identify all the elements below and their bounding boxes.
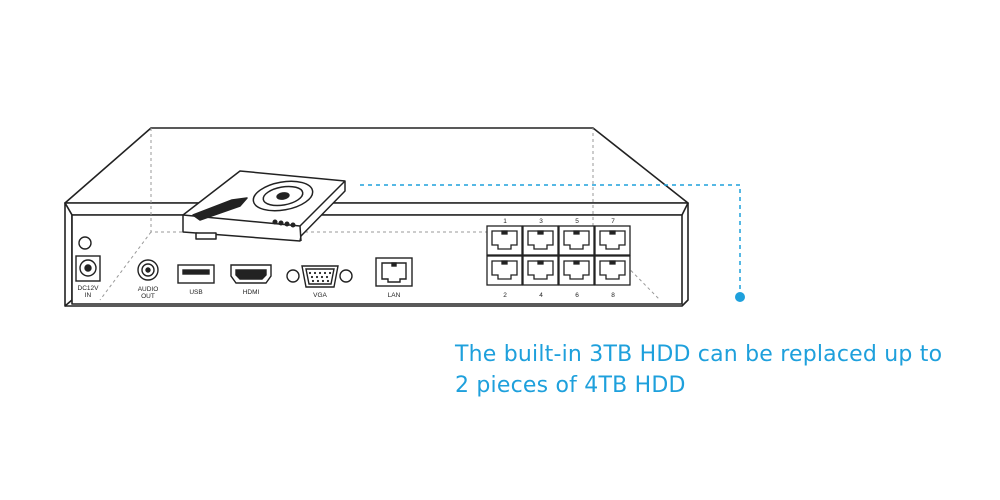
audio-out-label-line2: OUT (141, 293, 155, 300)
poe-port (594, 255, 631, 286)
power-button-icon (78, 236, 92, 250)
vga-label: VGA (313, 292, 327, 299)
dc-in-label-line2: IN (85, 292, 92, 299)
poe-port (486, 225, 523, 256)
hdmi-label: HDMI (243, 289, 260, 296)
hdmi-port (230, 264, 272, 284)
rear-ports (75, 236, 413, 288)
poe-label-6: 6 (575, 292, 579, 299)
dc-in-label-line1: DC12V (78, 285, 100, 292)
poe-label-4: 4 (539, 292, 543, 299)
audio-out-label-line1: AUDIO (138, 286, 159, 293)
poe-port (594, 225, 631, 256)
poe-port (486, 255, 523, 286)
poe-label-2: 2 (503, 292, 507, 299)
poe-label-8: 8 (611, 292, 615, 299)
chassis-rear-panel (64, 202, 73, 307)
lan-port (375, 257, 413, 287)
poe-port (522, 225, 559, 256)
poe-port (558, 225, 595, 256)
poe-label-7: 7 (611, 218, 615, 225)
chassis-top-face (64, 127, 689, 204)
vga-port (286, 265, 353, 288)
dc-in-port (75, 255, 101, 282)
audio-out-port (137, 259, 159, 281)
poe-label-3: 3 (539, 218, 543, 225)
chassis-hidden-edges (99, 128, 661, 301)
poe-port-grid (486, 225, 631, 286)
usb-port (177, 264, 215, 284)
usb-label: USB (189, 289, 202, 296)
lan-label: LAN (388, 292, 401, 299)
callout-line-2: 2 pieces of 4TB HDD (455, 373, 686, 398)
callout-line-1: The built-in 3TB HDD can be replaced up … (455, 342, 943, 367)
poe-label-1: 1 (503, 218, 507, 225)
hdd-illustration (182, 170, 346, 242)
hdd-callout-text: The built-in 3TB HDD can be replaced up … (455, 339, 995, 401)
chassis-lid-lip (64, 202, 689, 216)
poe-port (522, 255, 559, 286)
callout-dot (735, 292, 745, 302)
poe-port (558, 255, 595, 286)
poe-label-5: 5 (575, 218, 579, 225)
callout-line (360, 184, 741, 296)
